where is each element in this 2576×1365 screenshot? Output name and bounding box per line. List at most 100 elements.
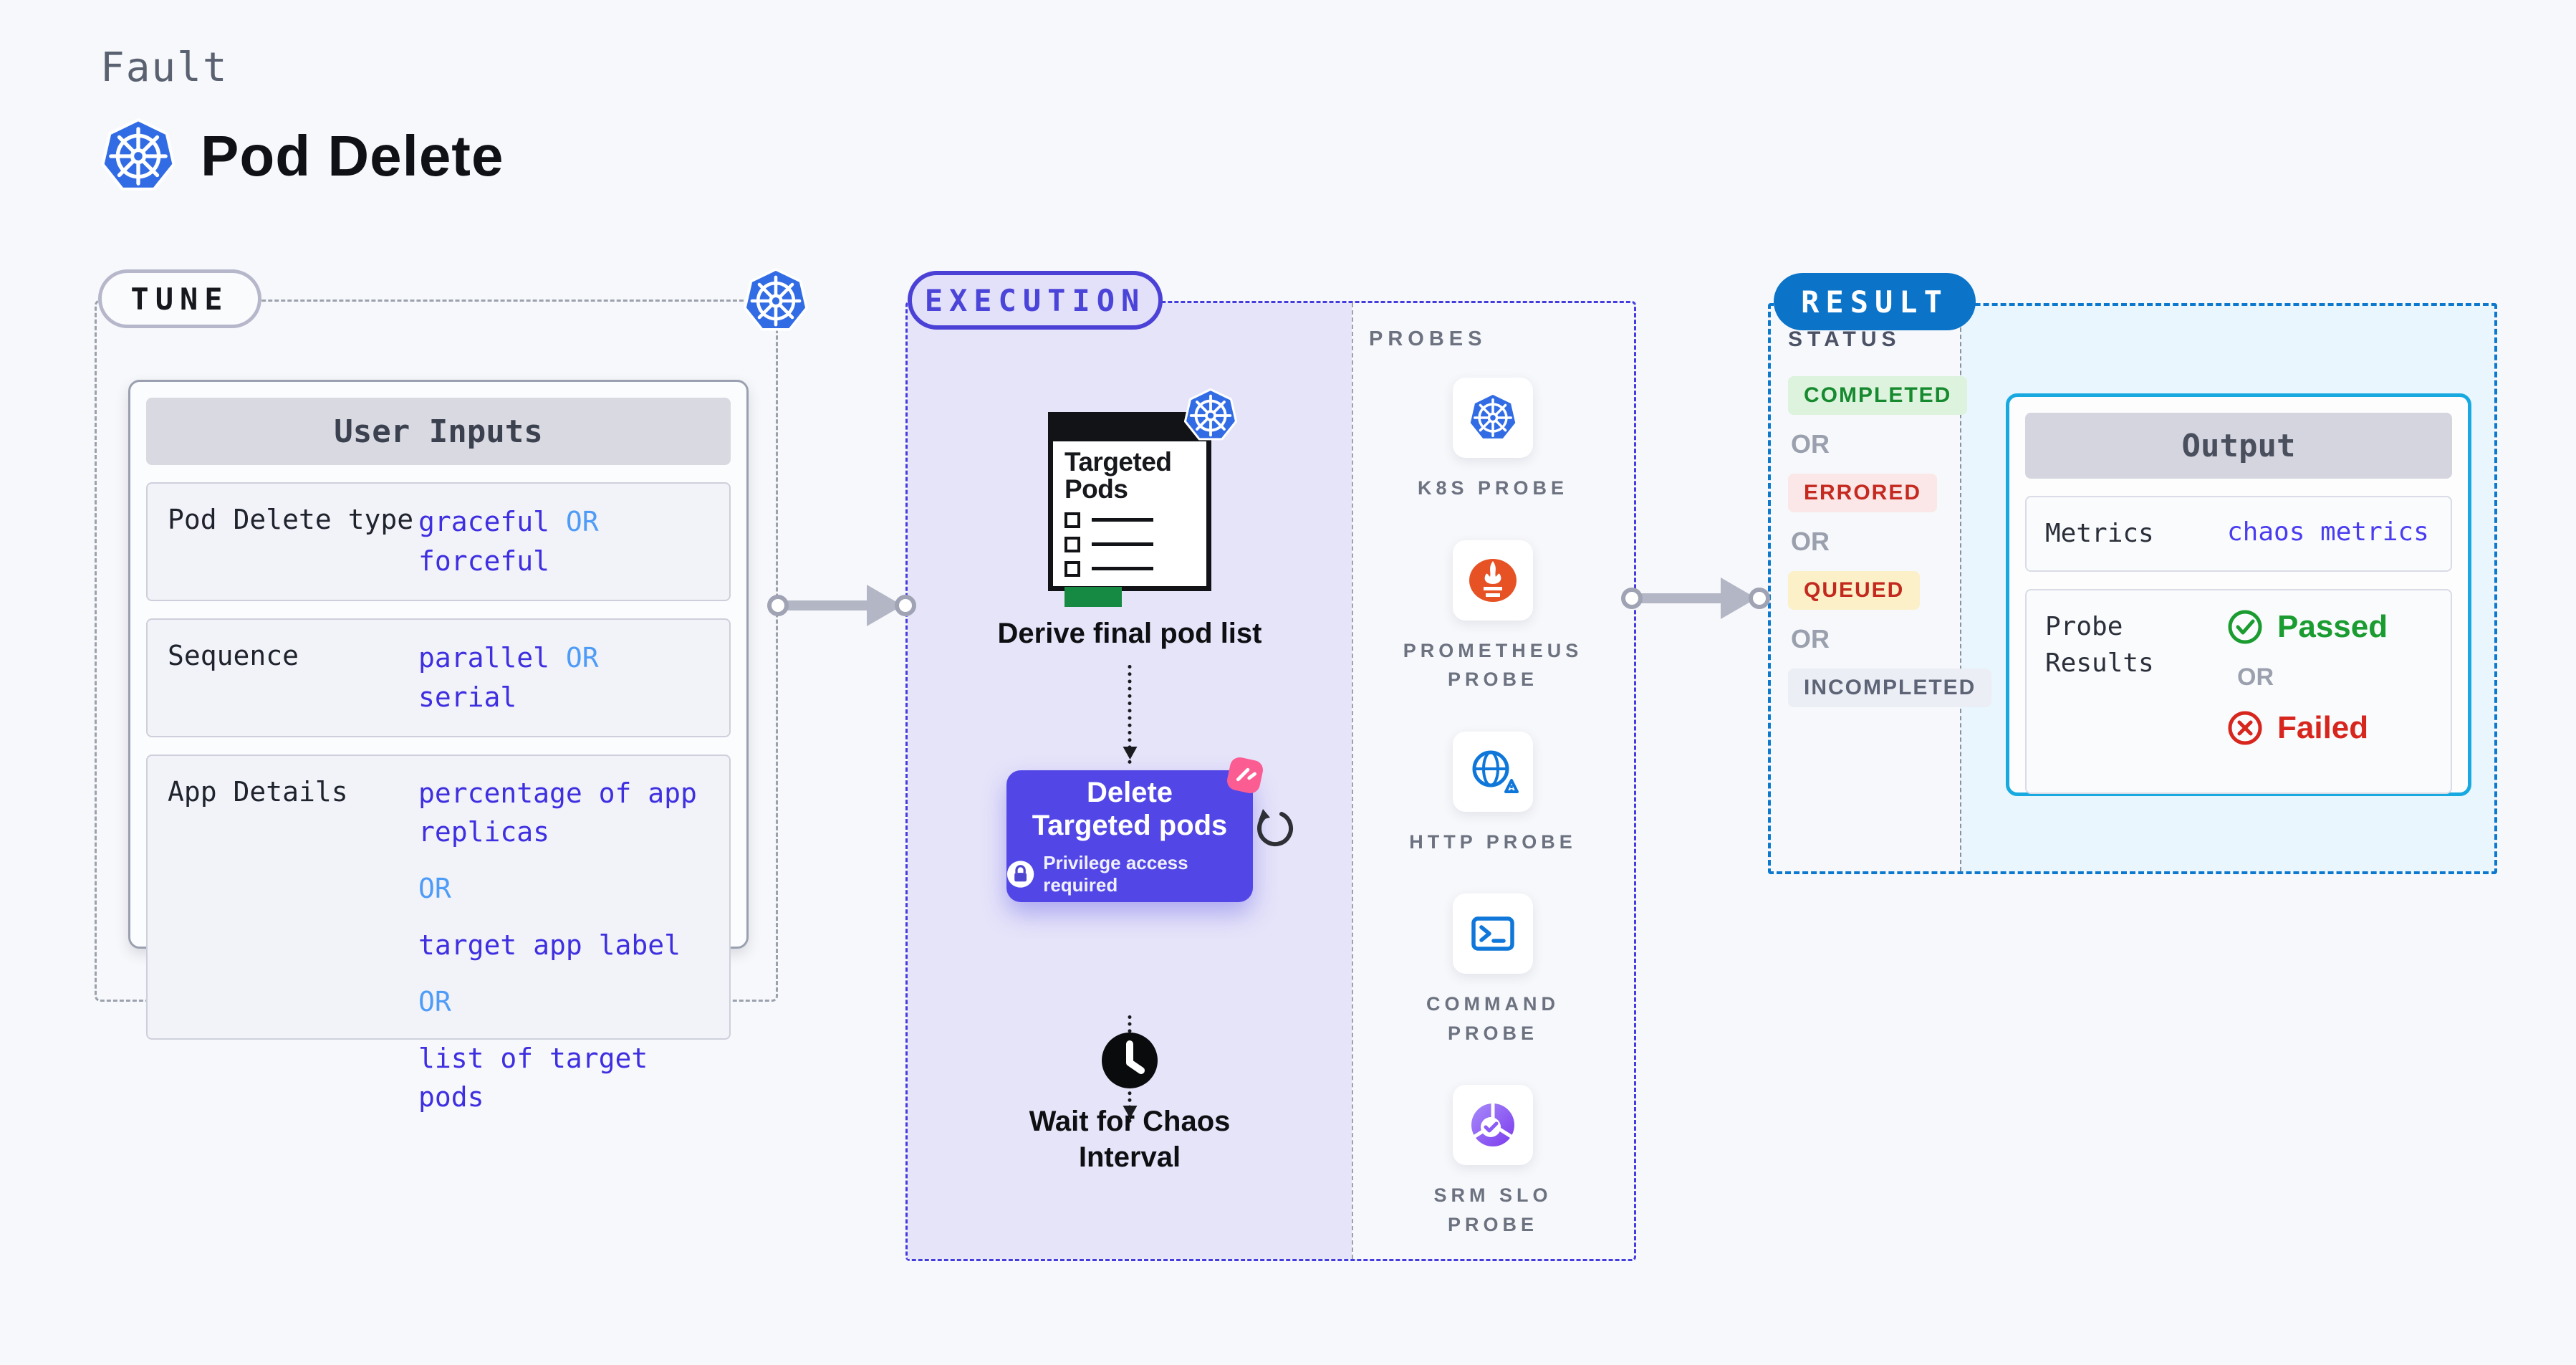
probe-item-k8s: K8S PROBE: [1385, 378, 1600, 503]
status-badge-queued: QUEUED: [1788, 571, 1921, 610]
value-option: serial: [418, 681, 517, 714]
list-line: [1092, 567, 1153, 571]
prometheus-icon: [1469, 558, 1517, 602]
probe-label: PROMETHEUS PROBE: [1403, 639, 1583, 691]
srm-slo-probe-card[interactable]: [1453, 1085, 1533, 1165]
status-column: STATUS COMPLETED OR ERRORED OR QUEUED OR…: [1788, 327, 1992, 707]
execution-flow: Targeted Pods Derive final pod list Dele…: [908, 303, 1352, 1259]
slo-pie-icon: [1471, 1102, 1514, 1146]
http-globe-icon: [1472, 750, 1519, 793]
page-header: Fault Pod Delete: [100, 44, 504, 194]
progress-bar: [1064, 586, 1122, 607]
probes-title: PROBES: [1369, 327, 1487, 350]
probe-label: COMMAND PROBE: [1426, 993, 1559, 1044]
probe-item-http: HTTP PROBE: [1385, 731, 1600, 857]
or-separator: OR: [418, 872, 451, 904]
x-circle-icon: [2228, 711, 2262, 745]
metrics-label: Metrics: [2045, 519, 2154, 548]
or-separator: OR: [565, 506, 599, 537]
fault-eyebrow: Fault: [100, 44, 229, 91]
passed-line: Passed: [2227, 609, 2388, 645]
probe-item-srm-slo: SRM SLO PROBE: [1385, 1085, 1600, 1239]
command-probe-card[interactable]: [1453, 894, 1533, 974]
probe-item-command: COMMAND PROBE: [1385, 894, 1600, 1048]
probe-results-row: Probe Results Passed OR: [2025, 589, 2452, 795]
k8s-probe-card[interactable]: [1453, 378, 1533, 458]
wait-chaos-interval-label: Wait for Chaos Interval: [1029, 1106, 1231, 1173]
checkbox-icon: [1064, 512, 1080, 528]
execution-section: EXECUTION Targeted Pods Derive final pod…: [905, 271, 1636, 1261]
status-badge-incompleted: INCOMPLETED: [1788, 669, 1992, 707]
or-separator: OR: [1791, 527, 1830, 556]
check-circle-icon: [2228, 610, 2262, 644]
input-value: graceful OR forceful: [418, 502, 709, 581]
checkbox-icon: [1064, 536, 1080, 552]
kubernetes-icon: [100, 118, 176, 194]
probe-results-label: Probe Results: [2045, 612, 2154, 678]
result-section: RESULT STATUS COMPLETED OR ERRORED OR QU…: [1768, 273, 2497, 874]
flow-arrow-down: [1123, 665, 1138, 764]
probes-panel: PROBES K8S PROBE: [1352, 303, 1634, 1259]
prometheus-probe-card[interactable]: [1453, 540, 1533, 621]
retry-loop-icon: [1257, 809, 1293, 847]
passed-label: Passed: [2277, 609, 2388, 645]
metrics-row: Metrics chaos metrics: [2025, 496, 2452, 573]
kubernetes-icon: [743, 268, 809, 334]
delete-targeted-pods-button[interactable]: Delete Targeted pods Privilege access re…: [1006, 757, 1263, 902]
terminal-icon: [1471, 916, 1514, 951]
clipboard-top-bar: [1053, 417, 1206, 441]
output-title: Output: [2025, 413, 2452, 479]
tune-to-execution-arrow: [767, 585, 916, 626]
input-value: parallel OR serial: [418, 638, 709, 717]
or-separator: OR: [565, 642, 599, 674]
status-title: STATUS: [1788, 327, 1901, 351]
clipboard-title: Targeted Pods: [1064, 447, 1172, 504]
or-separator: OR: [1791, 624, 1830, 653]
probes-divider: [1352, 303, 1353, 1259]
user-inputs-card: User Inputs Pod Delete type graceful OR …: [128, 380, 749, 1113]
status-output-divider: [1960, 306, 1961, 871]
result-pill: RESULT: [1774, 273, 1976, 330]
probe-label: K8S PROBE: [1417, 477, 1569, 499]
page-title: Pod Delete: [201, 124, 504, 188]
lock-icon: [1006, 861, 1034, 888]
input-label: App Details: [168, 776, 348, 808]
kubernetes-icon: [1468, 393, 1518, 443]
list-line: [1092, 518, 1153, 522]
execution-to-result-arrow: [1621, 578, 1770, 619]
status-badge-completed: COMPLETED: [1788, 376, 1968, 415]
status-badge-errored: ERRORED: [1788, 474, 1938, 512]
chaos-icon: [1227, 757, 1263, 793]
probe-label: HTTP PROBE: [1409, 830, 1577, 853]
input-label: Sequence: [168, 640, 299, 672]
wait-step: Wait for Chaos Interval: [979, 1031, 1280, 1175]
value-option: forceful: [418, 545, 550, 578]
list-line: [1092, 542, 1153, 547]
input-row-app-details: App Details percentage of app replicas O…: [146, 755, 731, 1113]
or-separator: OR: [1791, 429, 1830, 459]
http-probe-card[interactable]: [1453, 731, 1533, 812]
value-option: graceful: [418, 506, 550, 537]
execution-pill: EXECUTION: [908, 271, 1163, 330]
targeted-pods-icon: Targeted Pods: [1048, 412, 1211, 607]
privilege-note: Privilege access required: [1043, 852, 1188, 896]
value-option: target app label: [418, 929, 681, 961]
probe-label: SRM SLO PROBE: [1433, 1184, 1552, 1235]
input-value: percentage of app replicas OR target app…: [418, 775, 719, 1116]
or-separator: OR: [418, 986, 451, 1018]
kubernetes-icon: [1183, 388, 1238, 443]
delete-button-label: Delete Targeted pods: [1032, 777, 1228, 841]
value-option: parallel: [418, 642, 550, 674]
tune-pill: TUNE: [98, 269, 261, 328]
failed-line: Failed: [2227, 710, 2388, 746]
input-label: Pod Delete type: [168, 504, 414, 535]
output-card: Output Metrics chaos metrics Probe Resul…: [2006, 393, 2471, 796]
input-row-pod-delete-type: Pod Delete type graceful OR forceful: [146, 482, 731, 602]
value-option: percentage of app replicas: [418, 777, 697, 848]
user-inputs-title: User Inputs: [146, 398, 731, 465]
probe-item-prometheus: PROMETHEUS PROBE: [1385, 540, 1600, 694]
or-separator: OR: [2237, 664, 2274, 691]
checkbox-icon: [1064, 560, 1080, 577]
value-option: list of target pods: [418, 1043, 648, 1113]
clock-icon: [1102, 1033, 1158, 1088]
